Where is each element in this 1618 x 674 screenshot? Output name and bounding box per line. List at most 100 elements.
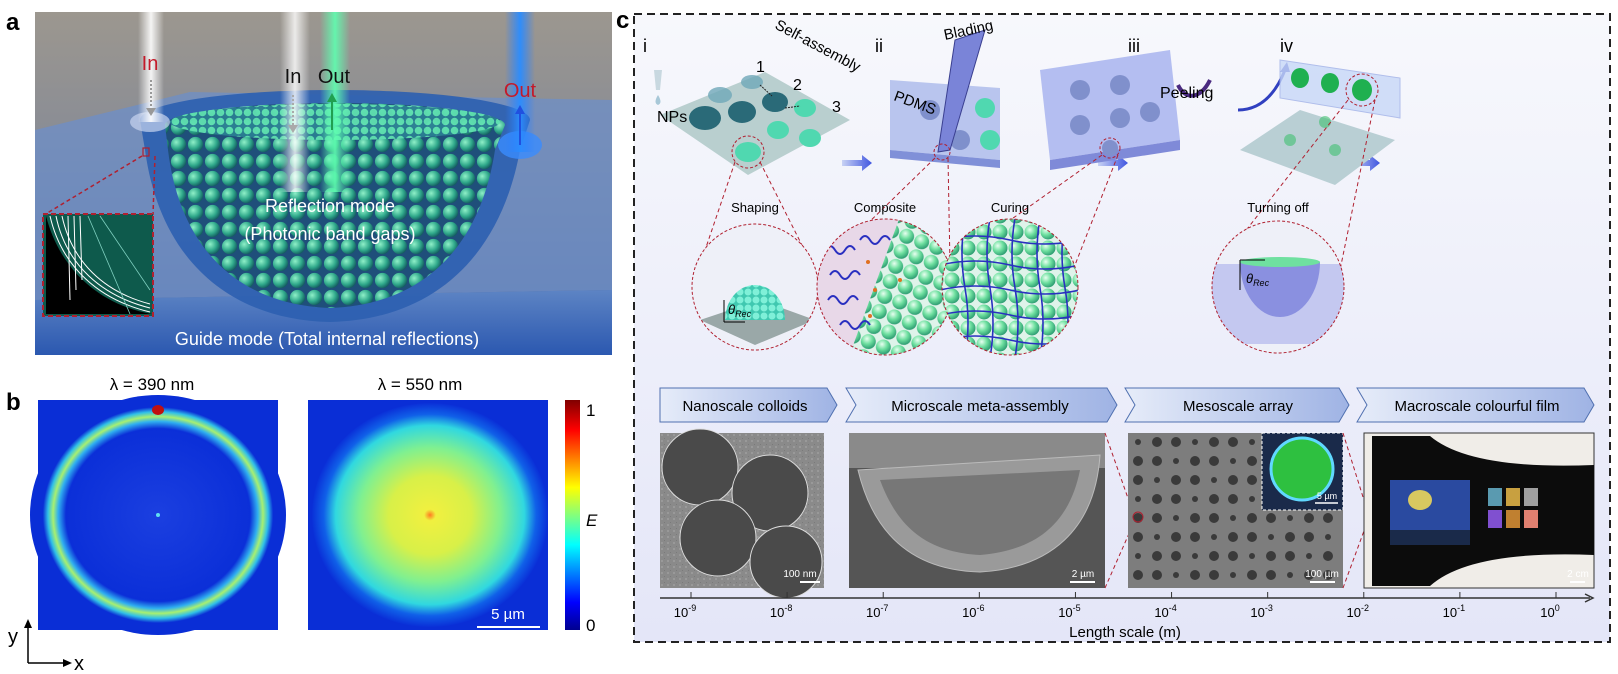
array-dot <box>1173 515 1179 521</box>
array-dot <box>1171 437 1181 447</box>
array-dot <box>1192 439 1198 445</box>
array-dot <box>1133 475 1143 485</box>
scale-bar-100nm: 100 nm <box>783 569 816 580</box>
caption-curing: Curing <box>991 200 1029 215</box>
ray-inset <box>42 213 154 317</box>
array-dot <box>1228 494 1238 504</box>
array-dot <box>1133 513 1143 523</box>
caption-composite: Composite <box>854 200 916 215</box>
heatmap-title-390: λ = 390 nm <box>110 375 195 394</box>
array-dot <box>1228 475 1238 485</box>
array-dot <box>1304 532 1314 542</box>
length-axis-title: Length scale (m) <box>1069 624 1181 641</box>
scale-label-nanoscale: Nanoscale colloids <box>682 398 807 415</box>
colorbar-max: 1 <box>586 401 595 420</box>
array-dot <box>1171 494 1181 504</box>
reflection-mode-sublabel: (Photonic band gaps) <box>244 224 415 244</box>
step-ii-illustration <box>890 29 1000 168</box>
chevron-macroscale <box>1356 387 1595 423</box>
array-dot <box>1171 532 1181 542</box>
step-number-3: 3 <box>832 99 841 116</box>
step-numeral-iii: iii <box>1128 36 1140 56</box>
photo-colourful-film <box>1363 432 1595 589</box>
inset-scale-bar-5um: 5 µm <box>1317 491 1337 501</box>
heatmap-title-550: λ = 550 nm <box>378 375 463 394</box>
array-dot <box>1152 456 1162 466</box>
array-dot <box>1230 458 1236 464</box>
array-dot <box>1171 551 1181 561</box>
axis-tick-label: 10-6 <box>962 603 984 620</box>
array-dot <box>1152 513 1162 523</box>
in-label-center: In <box>285 66 302 88</box>
panel-b-label: b <box>6 389 21 416</box>
array-dot <box>1247 532 1257 542</box>
axis-tick-label: 10-5 <box>1058 603 1080 620</box>
guide-mode-label: Guide mode (Total internal reflections) <box>175 329 479 349</box>
caption-turning-off: Turning off <box>1247 200 1309 215</box>
peeling-label: Peeling <box>1160 85 1213 102</box>
array-dot <box>1192 496 1198 502</box>
length-axis-arrow <box>1584 593 1595 603</box>
array-dot <box>1171 475 1181 485</box>
array-dot <box>1287 572 1293 578</box>
array-dot <box>1325 534 1331 540</box>
array-dot <box>1209 551 1219 561</box>
array-dot <box>1173 458 1179 464</box>
array-dot <box>1135 553 1141 559</box>
array-dot <box>1173 572 1179 578</box>
scale-bar-label: 5 µm <box>491 606 525 623</box>
array-dot <box>1192 553 1198 559</box>
array-dot <box>1211 534 1217 540</box>
array-dot <box>1287 515 1293 521</box>
panel-a-illustration: In In Out Out Reflection mode (Photonic … <box>35 12 612 355</box>
step-iv-illustration <box>1240 59 1401 185</box>
theta-label-turning-off: θRec <box>1246 271 1270 288</box>
axis-tick-label: 10-2 <box>1347 603 1369 620</box>
step-numeral-ii: ii <box>875 36 883 56</box>
axis-tick-label: 10-7 <box>866 603 888 620</box>
step-iii-illustration <box>1040 50 1212 170</box>
process-arrow <box>1350 155 1380 171</box>
sem-image-meta-assembly <box>849 433 1105 588</box>
array-dot <box>1247 513 1257 523</box>
scale-bar-2cm: 2 cm <box>1567 569 1589 580</box>
array-dot <box>1247 570 1257 580</box>
array-dot <box>1190 513 1200 523</box>
array-dot <box>1266 551 1276 561</box>
array-dot <box>1249 496 1255 502</box>
chevron-nanoscale <box>659 387 838 423</box>
out-label-center: Out <box>318 66 351 88</box>
array-dot <box>1190 456 1200 466</box>
detail-composite <box>816 218 954 356</box>
array-dot <box>1228 532 1238 542</box>
axis-tick-label: 10-1 <box>1443 603 1465 620</box>
inset-single-dome <box>1261 432 1344 511</box>
axis-x-label: x <box>74 653 84 674</box>
caption-shaping: Shaping <box>731 200 779 215</box>
step-number-1: 1 <box>756 59 765 76</box>
array-dot <box>1152 494 1162 504</box>
array-dot <box>1266 570 1276 580</box>
colorbar-min: 0 <box>586 616 595 635</box>
detail-curing <box>941 218 1079 356</box>
axis-tick-label: 10-8 <box>770 603 792 620</box>
array-dot <box>1230 515 1236 521</box>
array-dot <box>1228 551 1238 561</box>
array-dot <box>1323 551 1333 561</box>
array-dot <box>1209 437 1219 447</box>
array-dot <box>1190 475 1200 485</box>
scale-label-microscale: Microscale meta-assembly <box>891 398 1069 415</box>
array-dot <box>1154 534 1160 540</box>
xy-axes-icon <box>24 619 72 667</box>
array-dot <box>1135 496 1141 502</box>
array-dot <box>1323 513 1333 523</box>
scale-bar-2um: 2 µm <box>1072 569 1094 580</box>
array-dot <box>1190 570 1200 580</box>
scale-label-mesoscale: Mesoscale array <box>1183 398 1294 415</box>
panel-c-label: c <box>616 7 629 34</box>
nps-label: NPs <box>657 109 687 126</box>
array-dot <box>1268 534 1274 540</box>
step-numeral-i: i <box>643 36 647 56</box>
array-dot <box>1209 456 1219 466</box>
step-numeral-iv: iv <box>1280 36 1293 56</box>
